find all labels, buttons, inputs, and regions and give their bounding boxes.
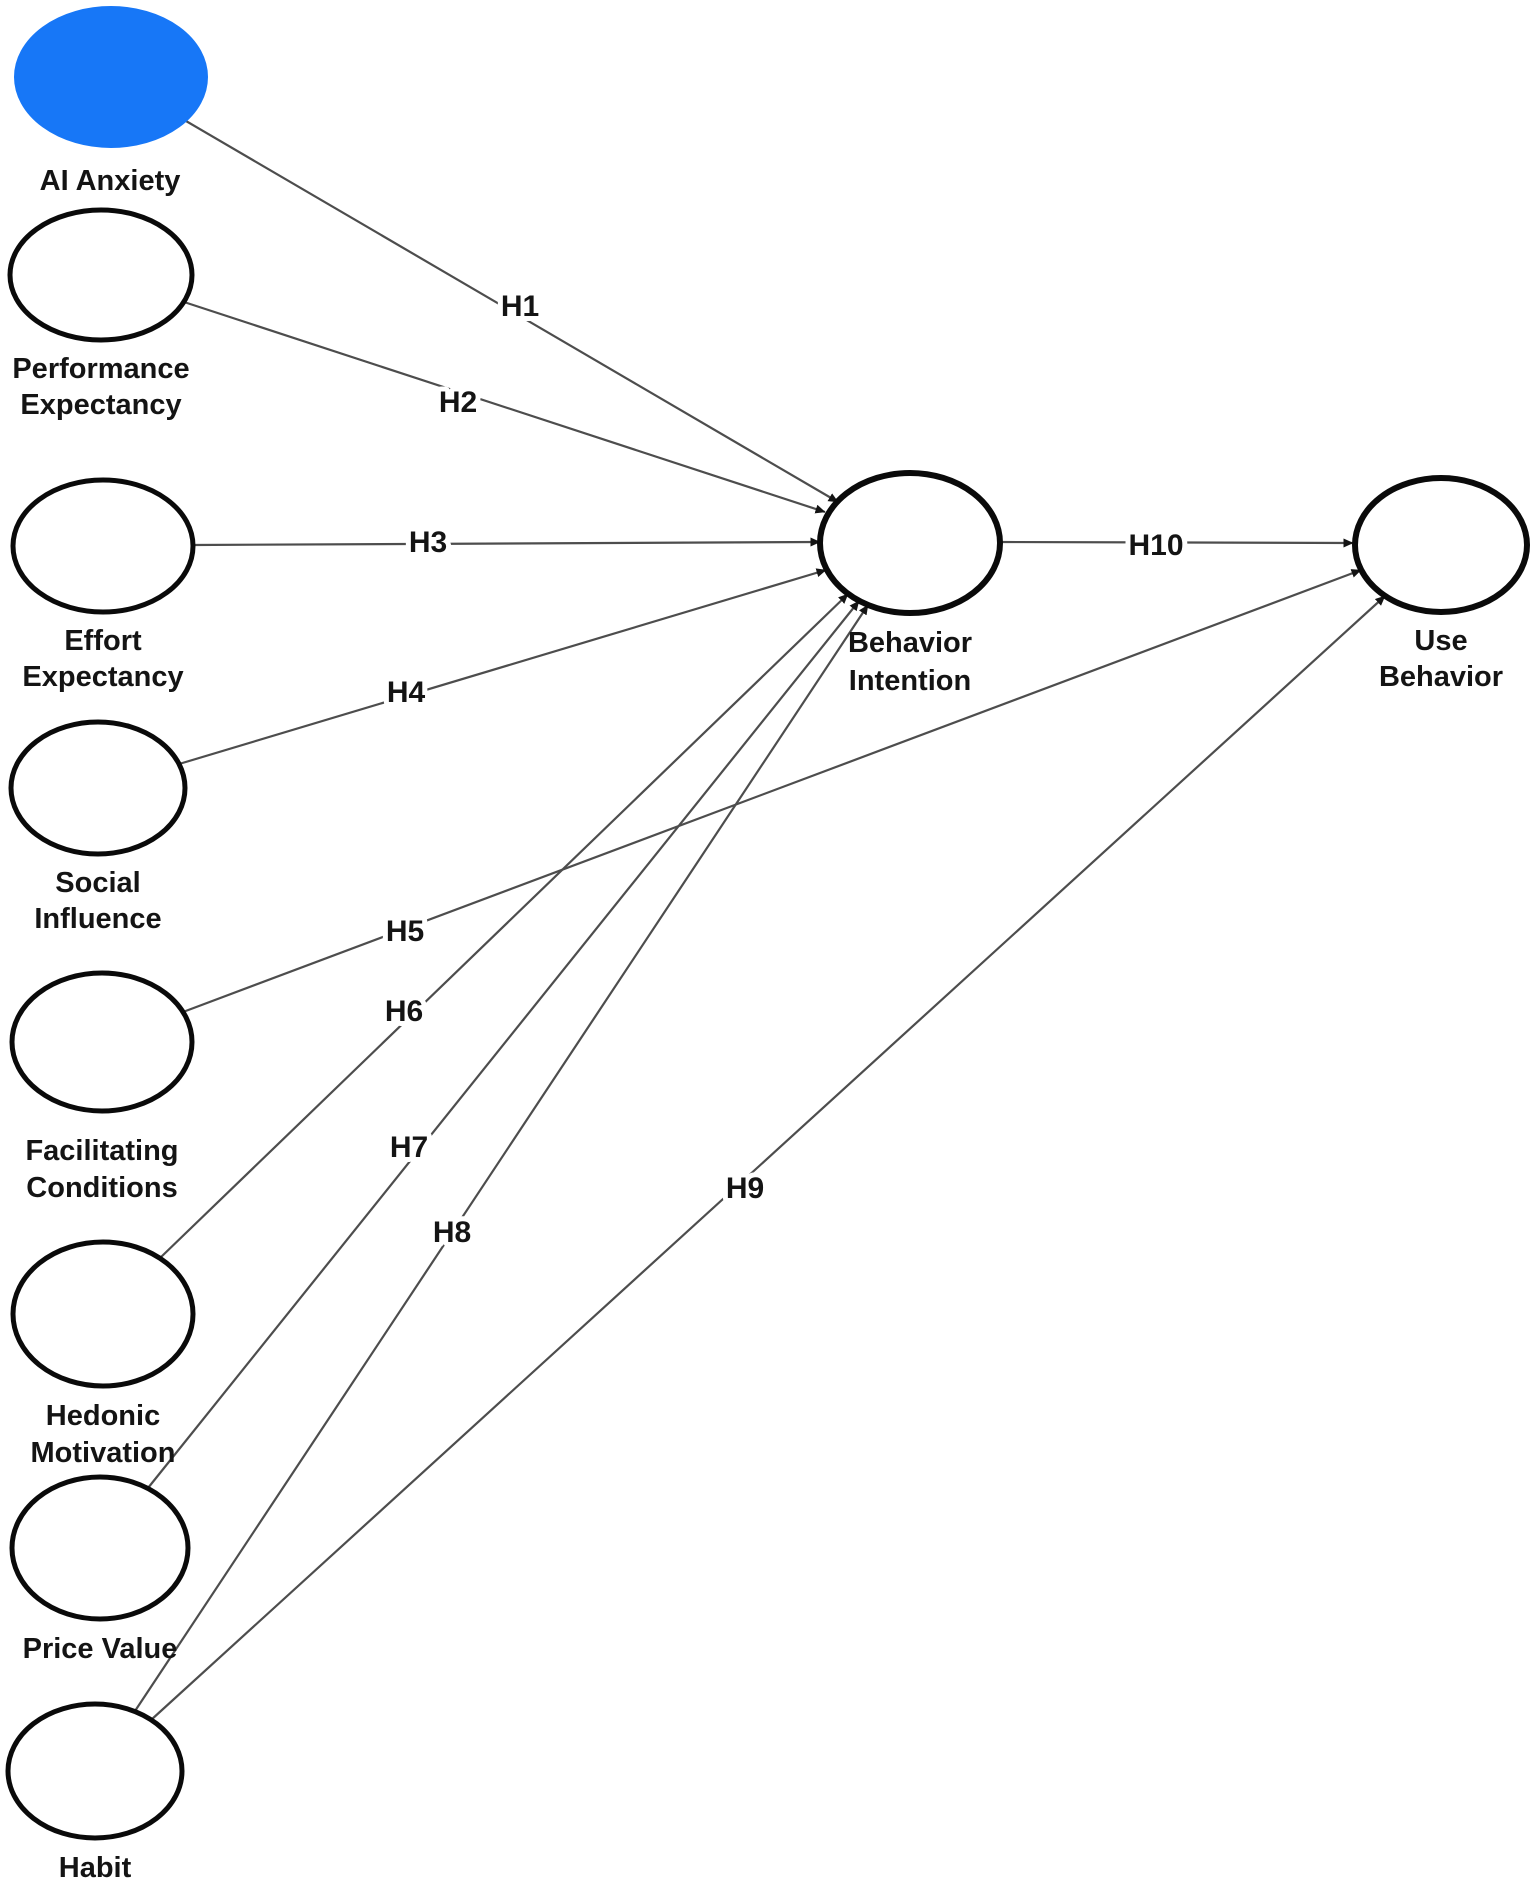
edge-line-h6 [159, 593, 849, 1259]
edge-line-h2 [183, 300, 826, 514]
node-label-performance-expectancy-line1: Performance [12, 353, 189, 385]
node-label-effort-expectancy-line2: Expectancy [22, 661, 183, 693]
edges [134, 120, 1386, 1721]
node-ellipse-facilitating-conditions [9, 970, 195, 1114]
node-ellipse-social-influence [8, 719, 188, 857]
edge-line-h9 [150, 595, 1386, 1721]
node-label-facilitating-conditions-line2: Conditions [26, 1172, 177, 1204]
edge-label-h8: H8 [433, 1216, 471, 1249]
edge-line-h1 [185, 120, 839, 503]
node-label-use-behavior-line2: Behavior [1379, 661, 1503, 693]
node-labels: AI Anxiety Performance Expectancy Effort… [12, 165, 1503, 1884]
edge-label-h6: H6 [385, 995, 423, 1028]
node-ellipse-price-value [9, 1474, 191, 1622]
edge-label-h4: H4 [387, 676, 426, 709]
node-label-social-influence-line2: Influence [34, 903, 161, 935]
node-label-performance-expectancy-line2: Expectancy [20, 389, 181, 421]
node-label-habit: Habit [59, 1852, 132, 1884]
node-ellipse-effort-expectancy [10, 477, 196, 615]
node-label-ai-anxiety: AI Anxiety [40, 165, 181, 197]
edge-line-h5 [182, 568, 1362, 1014]
edge-line-h10 [1000, 538, 1354, 548]
edge-line-h4 [178, 568, 827, 766]
edge-line-h8 [134, 604, 869, 1712]
node-label-facilitating-conditions-line1: Facilitating [25, 1135, 178, 1167]
node-label-behavior-intention-line1: Behavior [848, 627, 972, 659]
node-label-behavior-intention-line2: Intention [849, 665, 971, 697]
node-ellipse-performance-expectancy [7, 207, 195, 343]
node-ellipse-use-behavior [1352, 475, 1530, 615]
edge-label-h5: H5 [386, 915, 424, 948]
node-label-social-influence-line1: Social [55, 867, 140, 899]
node-ellipse-habit [5, 1701, 185, 1841]
edge-label-h2: H2 [439, 386, 477, 419]
node-ellipse-ai-anxiety [14, 6, 208, 148]
edge-line-h7 [147, 600, 860, 1489]
edge-label-h1: H1 [501, 290, 539, 323]
node-label-use-behavior-line1: Use [1414, 625, 1467, 657]
node-label-hedonic-motivation-line1: Hedonic [46, 1400, 160, 1432]
edge-label-h10: H10 [1128, 529, 1183, 562]
edge-label-h7: H7 [390, 1131, 428, 1164]
node-label-hedonic-motivation-line2: Motivation [31, 1437, 176, 1469]
node-ellipse-hedonic-motivation [10, 1239, 196, 1389]
edge-label-h9: H9 [726, 1172, 764, 1205]
node-label-effort-expectancy-line1: Effort [64, 625, 142, 657]
node-label-price-value: Price Value [23, 1633, 178, 1665]
node-ellipse-behavior-intention [817, 470, 1003, 616]
edge-line-h3 [192, 537, 821, 547]
nodes [5, 6, 1530, 1841]
edge-label-h3: H3 [409, 526, 447, 559]
edge-labels: H1 H2 H3 H4 H5 H6 H7 H8 H9 H10 [380, 285, 1189, 1254]
